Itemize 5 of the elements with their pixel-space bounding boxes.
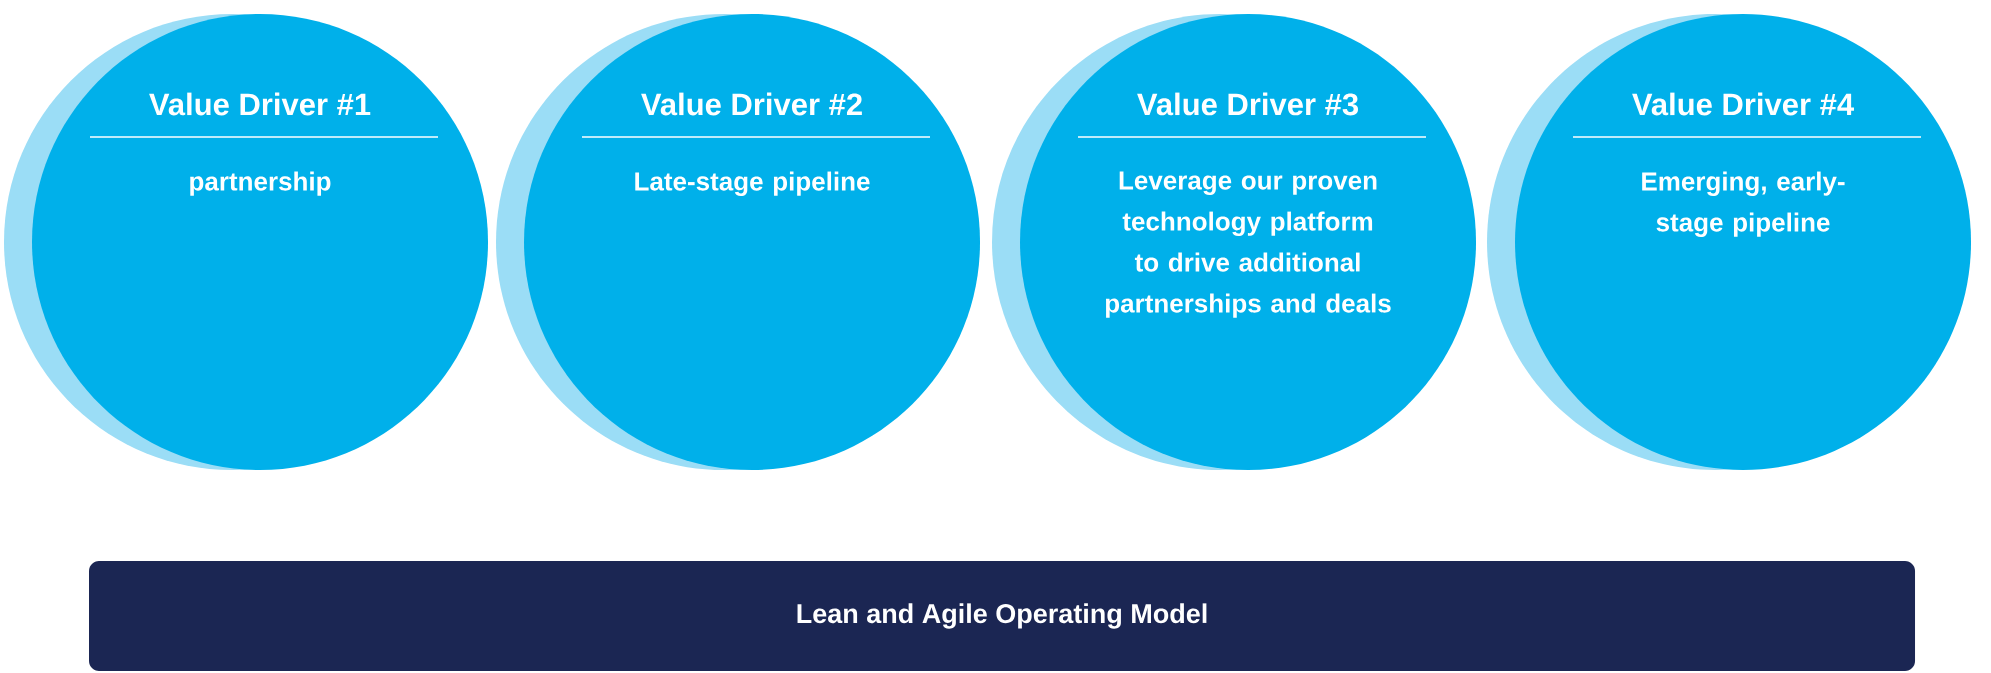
circle-card: Value Driver #3 Leverage our proven technology platform to drive additional partnerships and deals — [992, 14, 1476, 470]
banner-bar: Lean and Agile Operating Model — [89, 561, 1915, 671]
circle-card: Value Driver #2 Late-stage pipeline — [496, 14, 980, 470]
circle-card: Value Driver #4 Emerging, early-stage pipeline — [1487, 14, 1971, 470]
circle-card: Value Driver #1 partnership — [4, 14, 488, 470]
